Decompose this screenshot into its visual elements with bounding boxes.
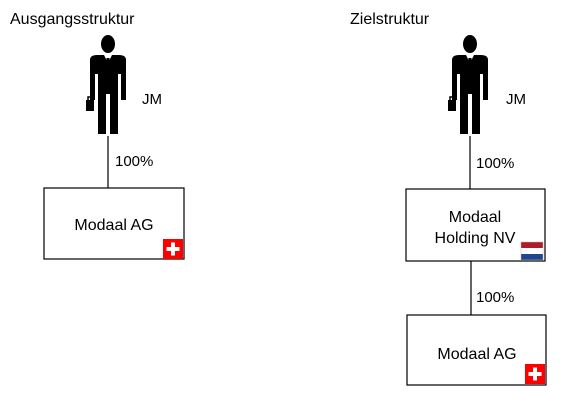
holding-company-name-line1: Modaal (449, 209, 501, 226)
right-person-label: JM (506, 91, 526, 108)
switzerland-flag-icon (163, 239, 183, 259)
right-top-ownership-percent: 100% (476, 155, 514, 172)
right-company-box (406, 314, 547, 386)
right-company-name: Modaal AG (437, 346, 516, 363)
holding-company-name-line2: Holding NV (435, 230, 516, 247)
switzerland-flag-icon (525, 364, 545, 384)
right-title: Zielstruktur (350, 11, 430, 28)
left-title: Ausgangsstruktur (10, 11, 135, 28)
left-person-label: JM (142, 91, 162, 108)
left-ownership-percent: 100% (115, 153, 153, 170)
left-company-name: Modaal AG (74, 217, 153, 234)
businessman-icon (447, 34, 489, 135)
netherlands-flag-icon (520, 241, 544, 261)
right-bottom-ownership-percent: 100% (476, 289, 514, 306)
left-company-box (43, 187, 185, 260)
businessman-icon (85, 34, 127, 135)
